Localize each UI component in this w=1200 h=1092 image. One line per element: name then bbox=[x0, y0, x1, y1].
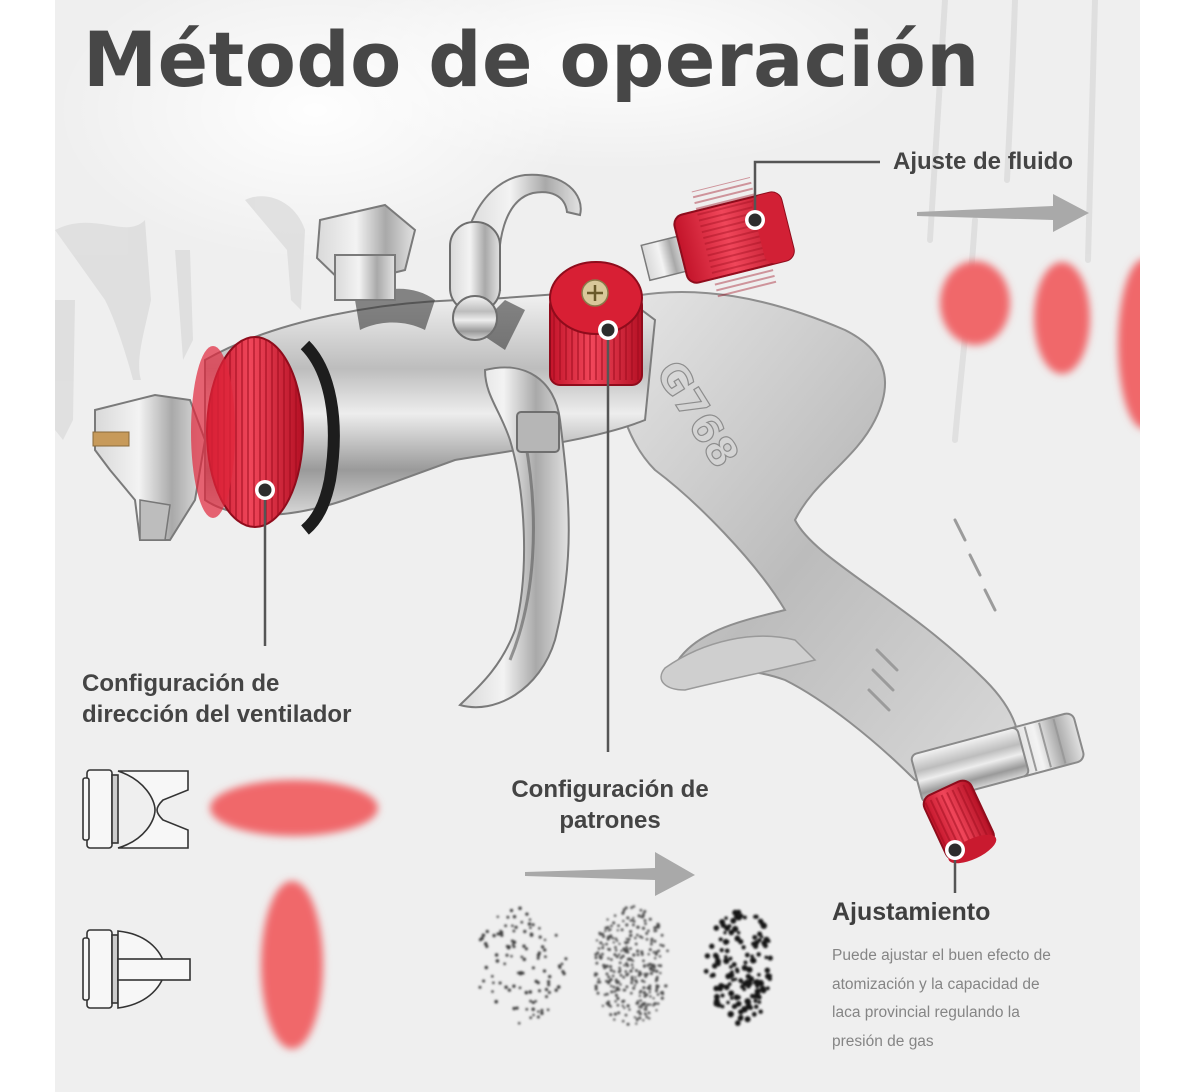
atomization-pattern-coarse bbox=[478, 906, 568, 1025]
fluid-spray-oval bbox=[1034, 262, 1090, 374]
pattern-setting-label-line2: patrones bbox=[559, 807, 661, 834]
nozzle-horizontal-fan-icon bbox=[82, 769, 189, 849]
fan-direction-label-line1: Configuración de bbox=[82, 670, 280, 697]
pattern-knob bbox=[549, 261, 643, 386]
atomization-pattern-fine bbox=[593, 905, 669, 1026]
page-title: Método de operación bbox=[83, 15, 980, 104]
pattern-setting-label-line1: Configuración de bbox=[511, 776, 709, 803]
air-adjustment-description: Puede ajustar el buen efecto de atomizac… bbox=[832, 942, 1132, 1056]
infographic-panel: Método de operación bbox=[55, 0, 1140, 1092]
paint-splash-background bbox=[55, 0, 1098, 443]
fan-direction-label-line2: dirección del ventilador bbox=[82, 701, 352, 728]
description-line: presión de gas bbox=[832, 1032, 934, 1050]
description-line: Puede ajustar el buen efecto de bbox=[832, 947, 1051, 964]
spray-gun: G768 bbox=[92, 173, 1085, 864]
fluid-spray-round bbox=[940, 261, 1010, 345]
spray-gun-illustration: G768 bbox=[82, 160, 1140, 1049]
callout-dot-icon bbox=[255, 210, 965, 860]
description-line: laca provincial regulando la bbox=[832, 1004, 1020, 1021]
horizontal-fan-spray bbox=[210, 780, 378, 836]
pattern-setting-label: Configuración de patrones bbox=[475, 774, 745, 836]
air-cap-ring bbox=[191, 336, 340, 535]
fan-direction-label: Configuración de dirección del ventilado… bbox=[82, 668, 351, 730]
vertical-fan-spray bbox=[261, 881, 323, 1049]
atomization-pattern-heavy bbox=[703, 909, 773, 1026]
description-line: atomización y la capacidad de bbox=[832, 975, 1040, 993]
fluid-spray-long bbox=[1118, 260, 1140, 428]
fluid-adjustment-label: Ajuste de fluido bbox=[893, 148, 1073, 175]
fluid-spray-shapes bbox=[940, 260, 1140, 428]
arrow-right-icon bbox=[917, 194, 1089, 232]
air-adjustment-label: Ajustamiento bbox=[832, 898, 991, 926]
nozzle-vertical-fan-icon bbox=[82, 929, 191, 1009]
arrow-right-icon bbox=[525, 852, 695, 896]
